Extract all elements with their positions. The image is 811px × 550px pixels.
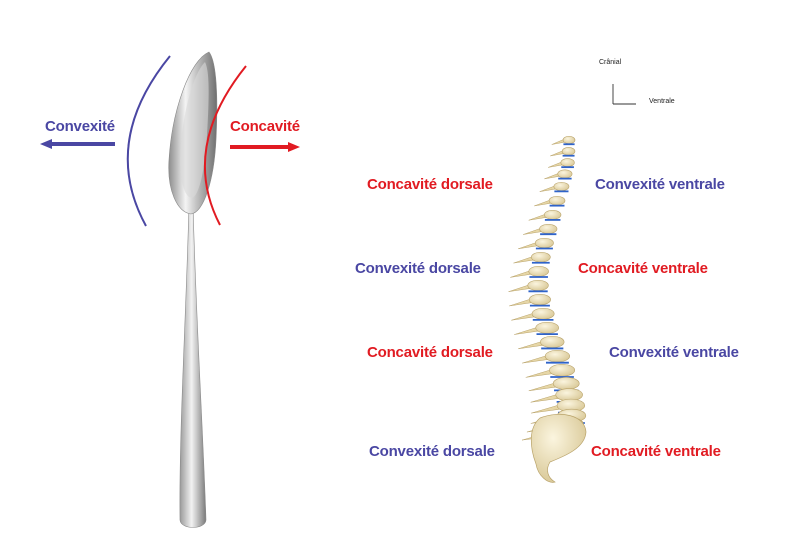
spoon-illustration: [168, 51, 218, 528]
spine-label-left-4: Convexité dorsale: [369, 443, 495, 460]
concavity-arc: [203, 65, 247, 226]
convexity-label: Convexité: [45, 118, 115, 135]
concavity-label: Concavité: [230, 118, 300, 135]
concavity-arrow-icon: [230, 142, 300, 152]
spine-illustration: [508, 135, 587, 483]
vertebra: [549, 363, 576, 377]
vertebra: [528, 265, 549, 277]
convexity-arrow-icon: [40, 139, 115, 149]
vertebra: [531, 307, 555, 320]
sacrum: [530, 413, 587, 483]
vertebra: [553, 181, 570, 192]
convexity-arc: [126, 55, 171, 227]
vertebra: [527, 279, 549, 291]
vertebra: [528, 293, 551, 306]
spine-label-right-2: Concavité ventrale: [578, 260, 708, 277]
spine-label-left-2: Convexité dorsale: [355, 260, 481, 277]
vertebra: [562, 135, 576, 145]
vertebra: [552, 377, 580, 390]
vertebra: [561, 147, 576, 156]
vertebra: [535, 321, 559, 334]
spine-label-left-1: Concavité dorsale: [367, 176, 493, 193]
cranial-label: Crânial: [599, 59, 622, 66]
vertebra: [544, 209, 562, 220]
spine-label-right-3: Convexité ventrale: [609, 344, 739, 361]
spine-label-right-4: Concavité ventrale: [591, 443, 721, 460]
vertebra: [560, 158, 575, 167]
vertebra: [544, 349, 570, 363]
ventral-label: Ventrale: [649, 98, 675, 105]
vertebra: [531, 251, 551, 263]
vertebra: [540, 335, 565, 348]
spine-label-right-1: Convexité ventrale: [595, 176, 725, 193]
vertebra: [548, 195, 566, 206]
orientation-axes-icon: [612, 84, 636, 105]
spine-label-left-3: Concavité dorsale: [367, 344, 493, 361]
vertebra: [534, 237, 554, 249]
vertebra: [539, 223, 558, 234]
vertebra: [557, 169, 573, 179]
